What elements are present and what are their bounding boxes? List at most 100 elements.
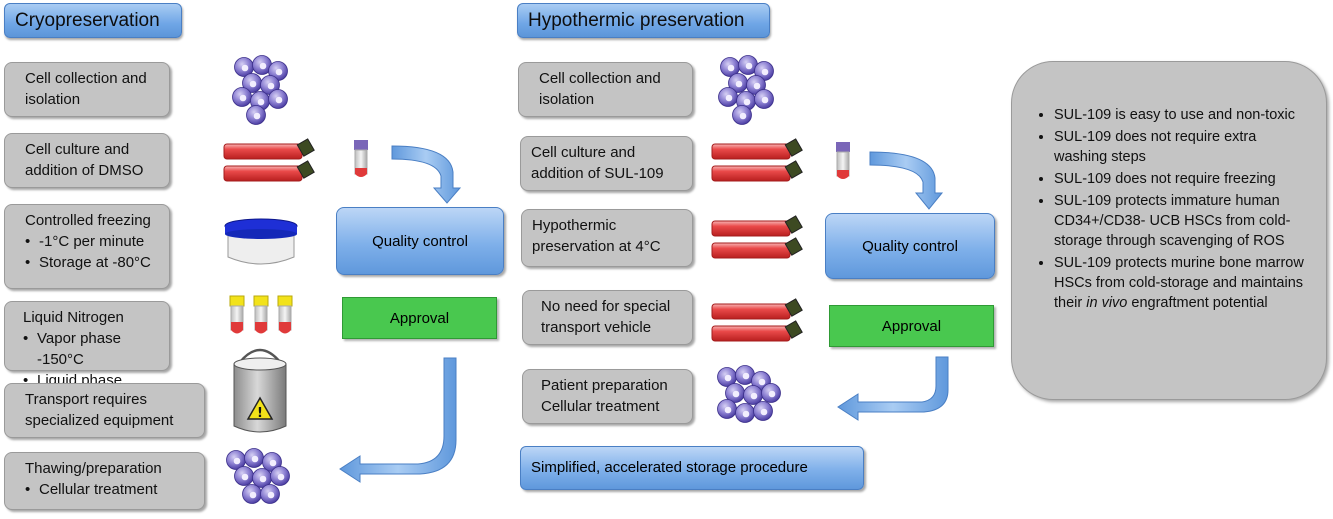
cryo-header: Cryopreservation (4, 3, 182, 38)
vial-liquid-shape (837, 170, 849, 179)
cryovial-shape (253, 295, 269, 334)
vial-liquid-shape (355, 168, 367, 177)
fact-text: SUL-109 protects murine bone marrow HSCs… (1054, 255, 1304, 311)
freezing-container-icon (224, 218, 298, 265)
hypo-step-transport: No need for special transport vehicle (522, 290, 693, 345)
cryo-quality-control: Quality control (336, 207, 504, 275)
cell-nucleus-shape (249, 80, 257, 88)
vial-icon (354, 140, 368, 177)
cryo-step-freezing-label: Controlled freezing (25, 212, 151, 229)
hypo-step-patient-label: Patient preparation Cellular treatment (541, 377, 668, 415)
tube-cap-shape (784, 237, 803, 256)
cell-nucleus-shape (253, 112, 261, 120)
cell-cluster-icon (226, 448, 290, 504)
cell-nucleus-shape (275, 96, 283, 104)
fact-italic-text: in vivo (1086, 295, 1128, 311)
cell-cluster-icon (232, 55, 288, 125)
cryo-step-collection-label: Cell collection and isolation (25, 70, 147, 108)
cell-cluster-group (717, 365, 781, 423)
fact-item: SUL-109 protects murine bone marrow HSCs… (1054, 253, 1312, 313)
tube-cap-shape (784, 160, 803, 179)
cryo-step-freezing: Controlled freezing -1°C per minute Stor… (4, 204, 170, 289)
cell-nucleus-shape (259, 475, 267, 483)
cell-nucleus-shape (267, 491, 275, 499)
cell-nucleus-shape (241, 64, 249, 72)
dewar-icon: ! (233, 348, 287, 433)
cell-nucleus-shape (758, 378, 766, 386)
cryo-step-thawing-label: Thawing/preparation (25, 460, 162, 477)
cell-nucleus-shape (725, 94, 733, 102)
vial-icon (836, 142, 850, 179)
culture-tubes-icon (711, 215, 803, 259)
culture-tubes-icon (223, 138, 315, 182)
cell-nucleus-shape (269, 459, 277, 467)
arrow-to-patient (837, 356, 949, 421)
cell-nucleus-shape (760, 408, 768, 416)
fact-item: SUL-109 protects immature human CD34+/CD… (1054, 191, 1312, 251)
container-lid-rim-shape (225, 229, 297, 239)
cell-nucleus-shape (277, 473, 285, 481)
cell-nucleus-shape (241, 473, 249, 481)
cell-nucleus-shape (732, 390, 740, 398)
cell-nucleus-shape (275, 68, 283, 76)
vial-cap-shape (836, 142, 850, 152)
hypo-step-collection-label: Cell collection and isolation (539, 70, 661, 108)
facts-list: SUL-109 is easy to use and non-toxic SUL… (1034, 105, 1312, 313)
cryo-approval: Approval (342, 297, 497, 339)
cell-nucleus-shape (761, 96, 769, 104)
hypo-step-patient: Patient preparation Cellular treatment (522, 369, 693, 424)
cell-nucleus-shape (761, 68, 769, 76)
hypo-approval: Approval (829, 305, 994, 347)
vial-cap-shape (354, 140, 368, 150)
cryo-nitrogen-bullet-1: Vapor phase -150°C (23, 328, 161, 370)
cell-nucleus-shape (742, 410, 750, 418)
cell-nucleus-shape (742, 372, 750, 380)
cryovial-shape (229, 295, 245, 334)
cryovial-shape (277, 295, 293, 334)
warning-mark: ! (257, 406, 263, 421)
cell-nucleus-shape (233, 457, 241, 465)
cell-nucleus-shape (750, 392, 758, 400)
cell-nucleus-shape (768, 390, 776, 398)
culture-tubes-icon (711, 298, 803, 342)
cryo-step-nitrogen-label: Liquid Nitrogen (23, 309, 124, 326)
cell-nucleus-shape (724, 406, 732, 414)
cell-cluster-icon (718, 55, 774, 125)
hypo-step-culture: Cell culture and addition of SUL-109 (520, 136, 693, 191)
fact-item: SUL-109 is easy to use and non-toxic (1054, 105, 1312, 125)
cell-nucleus-shape (249, 491, 257, 499)
tube-cap-shape (296, 160, 315, 179)
container-body-shape (227, 231, 295, 265)
fact-text: engraftment potential (1127, 295, 1268, 311)
arrow-to-quality-control (391, 145, 462, 204)
cryo-step-thawing: Thawing/preparation Cellular treatment (4, 452, 205, 510)
cryo-thawing-bullet-1: Cellular treatment (25, 479, 196, 500)
hypo-bottom-bar: Simplified, accelerated storage procedur… (520, 446, 864, 490)
tube-cap-shape (784, 138, 803, 157)
cryo-freezing-bullet-2: Storage at -80°C (25, 252, 161, 273)
dewar-top-shape (233, 357, 287, 371)
fact-item: SUL-109 does not require freezing (1054, 169, 1312, 189)
hypo-step-collection: Cell collection and isolation (518, 62, 693, 117)
tube-cap-shape (784, 298, 803, 317)
cell-nucleus-shape (739, 112, 747, 120)
cell-nucleus-shape (724, 374, 732, 382)
cryo-step-transport: Transport requires specialized equipment (4, 383, 205, 438)
fact-item: SUL-109 does not require extra washing s… (1054, 127, 1312, 167)
dewar-handle-shape (239, 348, 281, 363)
cryo-step-transport-label: Transport requires specialized equipment (25, 391, 174, 429)
cryo-step-collection: Cell collection and isolation (4, 62, 170, 117)
warning-sign-icon (246, 396, 274, 420)
culture-tubes-icon (711, 138, 803, 182)
cell-cluster-group (718, 55, 774, 125)
hypo-step-transport-label: No need for special transport vehicle (541, 298, 671, 336)
tube-cap-shape (784, 320, 803, 339)
cell-nucleus-shape (735, 80, 743, 88)
cell-nucleus-shape (251, 455, 259, 463)
tube-cap-shape (296, 138, 315, 157)
cell-nucleus-shape (745, 62, 753, 70)
hypo-step-hypothermic: Hypothermic preservation at 4°C (521, 209, 693, 267)
cell-nucleus-shape (727, 64, 735, 72)
cell-nucleus-shape (743, 98, 751, 106)
